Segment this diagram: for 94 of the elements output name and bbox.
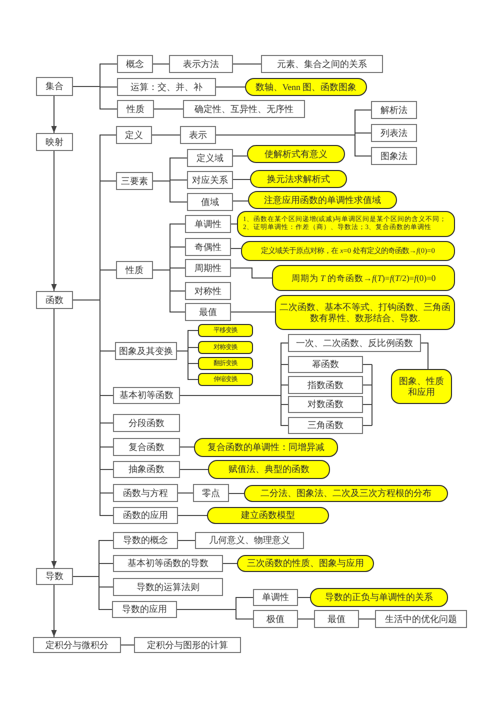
arrow <box>51 308 57 568</box>
connector-line <box>216 86 246 88</box>
topic-box: 最值 <box>185 303 231 321</box>
topic-box: 映射 <box>36 133 73 151</box>
connector-line <box>180 446 194 448</box>
connector-line <box>180 469 208 470</box>
topic-box: 基本初等函数的导数 <box>113 555 223 572</box>
connector-line <box>216 134 372 156</box>
note-bubble: 赋值法、典型的函数 <box>208 460 330 479</box>
topic-box: 定积分与微积分 <box>33 637 121 653</box>
connector-line <box>232 179 250 180</box>
note-bubble: 周期为 T 的奇函数→f(T)=f(T/2)=f(0)=0 <box>272 265 455 291</box>
topic-box: 表示方法 <box>169 55 233 73</box>
topic-box: 一次、二次函数、反比例函数 <box>288 334 421 352</box>
topic-box: 性质 <box>116 261 153 279</box>
topic-box: 集合 <box>36 77 73 96</box>
topic-box: 值域 <box>187 193 233 211</box>
connector-line <box>298 597 310 598</box>
topic-box: 函数的应用 <box>113 507 178 524</box>
topic-box: 定义 <box>116 126 152 144</box>
topic-box: 导数的应用 <box>112 601 177 618</box>
connector-line <box>176 609 254 620</box>
topic-box: 导数的运算法则 <box>113 578 223 596</box>
connector-line <box>72 86 118 110</box>
note-bubble: 复合函数的单调性：同增异减 <box>194 438 338 457</box>
topic-box: 列表法 <box>371 124 417 142</box>
topic-box: 解析法 <box>371 101 417 119</box>
topic-box: 幂函数 <box>288 356 363 373</box>
note-bubble: 换元法求解析式 <box>250 170 347 188</box>
topic-box: 三要素 <box>116 172 153 190</box>
topic-box: 奇偶性 <box>185 238 231 256</box>
topic-box: 几何意义、物理意义 <box>195 532 304 549</box>
connector-line <box>178 515 208 516</box>
topic-box: 三角函数 <box>288 417 363 434</box>
note-bubble: 使解析式有意义 <box>247 145 345 163</box>
note-bubble: 注意应用函数的单调性求值域 <box>248 191 397 209</box>
topic-box: 最值 <box>314 610 359 628</box>
connector-line <box>222 563 238 564</box>
topic-box: 函数与方程 <box>113 484 178 502</box>
topic-box: 概念 <box>117 55 153 73</box>
note-bubble: 建立函数模型 <box>207 507 329 524</box>
arrow <box>51 96 57 134</box>
topic-box: 函数 <box>36 291 73 309</box>
note-bubble: 二分法、图象法、二次及三次方程根的分布 <box>244 485 448 502</box>
note-bubble: 图象、性质和应用 <box>391 369 452 404</box>
topic-box: 基本初等函数 <box>113 387 180 404</box>
topic-box: 性质 <box>117 100 154 118</box>
connector-line <box>152 134 180 136</box>
connector-line <box>176 350 198 380</box>
note-bubble: 数轴、Venn 图、函数图象 <box>245 78 367 96</box>
connector-line <box>152 180 188 202</box>
topic-box: 元素、集合之间的关系 <box>261 55 383 73</box>
topic-box: 对应关系 <box>187 171 233 189</box>
topic-box: 单调性 <box>253 589 298 606</box>
topic-box: 指数函数 <box>288 376 363 394</box>
connector-line <box>178 492 194 494</box>
topic-box: 图象及其变换 <box>115 342 177 360</box>
connector-line <box>178 540 196 541</box>
topic-box: 生活中的优化问题 <box>375 610 467 628</box>
topic-box: 导数 <box>36 568 73 585</box>
topic-box: 导数的概念 <box>113 532 178 549</box>
connector-line <box>298 618 314 620</box>
topic-box: 零点 <box>193 484 229 502</box>
connector-line <box>228 493 244 494</box>
arrow <box>51 150 57 292</box>
connector-line <box>232 200 248 202</box>
topic-box: 确定性、互异性、无序性 <box>183 100 305 118</box>
topic-box: 抽象函数 <box>113 461 180 478</box>
connector-line <box>152 270 186 312</box>
topic-box: 单调性 <box>185 215 231 233</box>
topic-box: 极值 <box>253 610 298 628</box>
topic-box: 周期性 <box>185 259 231 277</box>
topic-box: 对数函数 <box>288 396 363 413</box>
connector-line <box>420 342 428 370</box>
note-bubble <box>237 211 455 237</box>
topic-box: 分段函数 <box>113 414 180 432</box>
connector-line <box>180 395 288 426</box>
arrow <box>51 584 57 638</box>
topic-box: 复合函数 <box>113 438 180 456</box>
topic-box: 对称性 <box>185 282 231 300</box>
connector-line <box>230 248 242 249</box>
connector-line <box>358 618 376 620</box>
topic-box: 定积分与图形的计算 <box>134 637 241 653</box>
connector-line <box>72 576 112 610</box>
note-bubble: 三次函数的性质、图象与应用 <box>237 555 374 572</box>
connector-line <box>230 268 272 278</box>
topic-box: 定义域 <box>187 149 233 167</box>
topic-box: 表示 <box>180 126 216 144</box>
connector-line <box>154 108 184 110</box>
connector-line <box>120 644 134 646</box>
topic-box: 运算：交、并、补 <box>117 78 216 96</box>
note-bubble: 导数的正负与单调性的关系 <box>310 588 448 607</box>
note-bubble: 二次函数、基本不等式、打钩函数、三角函数有界性、数形结合、导数. <box>275 295 455 330</box>
topic-box: 图象法 <box>371 147 417 165</box>
